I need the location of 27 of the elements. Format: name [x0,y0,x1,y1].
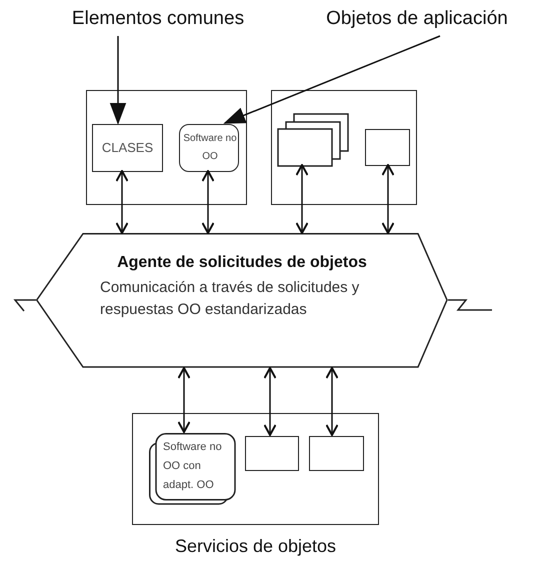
component-box [245,436,299,471]
band-title: Agente de solicitudes de objetos [116,253,368,272]
double-arrow [264,367,276,436]
double-arrow [202,170,214,234]
rounded-box [179,124,239,172]
group-box [271,90,417,205]
hexagon-band [36,233,448,368]
box-label: CLASES [100,139,154,155]
box-label: Software no OO [182,132,238,164]
component-box [309,436,364,471]
caption-label: Servicios de objetos [174,536,338,557]
stacked-boxes [278,114,348,166]
double-arrow [178,367,190,433]
double-arrow [382,164,394,234]
heading-label: Objetos de aplicación [325,8,509,30]
leader-arrow [223,35,440,124]
component-box [92,124,163,172]
double-arrow [296,164,308,234]
group-box [86,90,247,205]
stacked-rounded-box [149,433,236,505]
heading-label: Elementos comunes [70,8,246,30]
band-description: Comunicación a través de solicitudes y respuestas OO estandarizadas [100,278,360,320]
component-box [365,129,410,166]
double-arrow [116,170,128,234]
leader-arrow [110,36,126,125]
double-arrow [326,367,338,436]
box-label: Software no OO con adapt. OO [163,440,223,493]
